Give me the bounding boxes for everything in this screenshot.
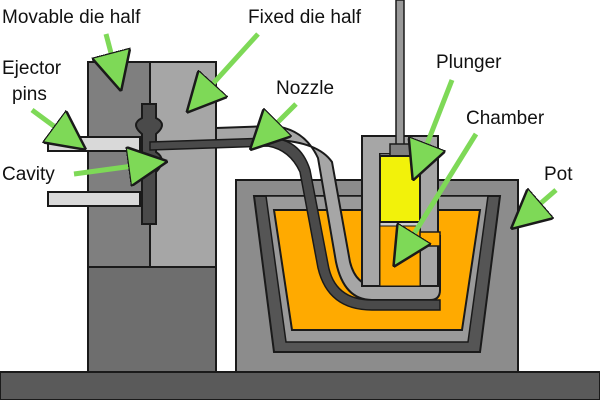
- arrow-fixed-die: [200, 32, 260, 98]
- nozzle-channel: [149, 137, 441, 311]
- label-ejector-line-1: Ejector: [2, 58, 62, 79]
- arrow-plunger: [420, 79, 455, 162]
- arrow-cavity: [73, 164, 148, 174]
- plunger: [379, 155, 421, 223]
- gooseneck-wall: [215, 124, 441, 301]
- plunger-rod: [395, 0, 405, 147]
- label-ejector-line-2: pins: [12, 84, 47, 105]
- arrow-ejector-pins: [30, 107, 70, 138]
- ejector-pin-upper: [47, 136, 141, 152]
- die-base: [87, 266, 217, 373]
- plunger-collar: [389, 143, 411, 157]
- arrow-movable-die: [106, 33, 116, 72]
- label-nozzle: Nozzle: [276, 78, 334, 99]
- ejector-pin-lower: [47, 191, 141, 207]
- arrow-nozzle: [264, 102, 298, 136]
- arrow-pot: [526, 190, 558, 216]
- label-cavity: Cavity: [2, 164, 55, 185]
- label-movable-die-half: Movable die half: [2, 7, 141, 28]
- label-fixed-die-half: Fixed die half: [248, 7, 362, 28]
- floor: [0, 371, 600, 400]
- label-pot: Pot: [544, 164, 573, 185]
- label-plunger: Plunger: [436, 52, 502, 73]
- label-chamber: Chamber: [466, 108, 545, 129]
- chamber-outlet: [419, 231, 441, 247]
- arrow-chamber: [404, 132, 479, 250]
